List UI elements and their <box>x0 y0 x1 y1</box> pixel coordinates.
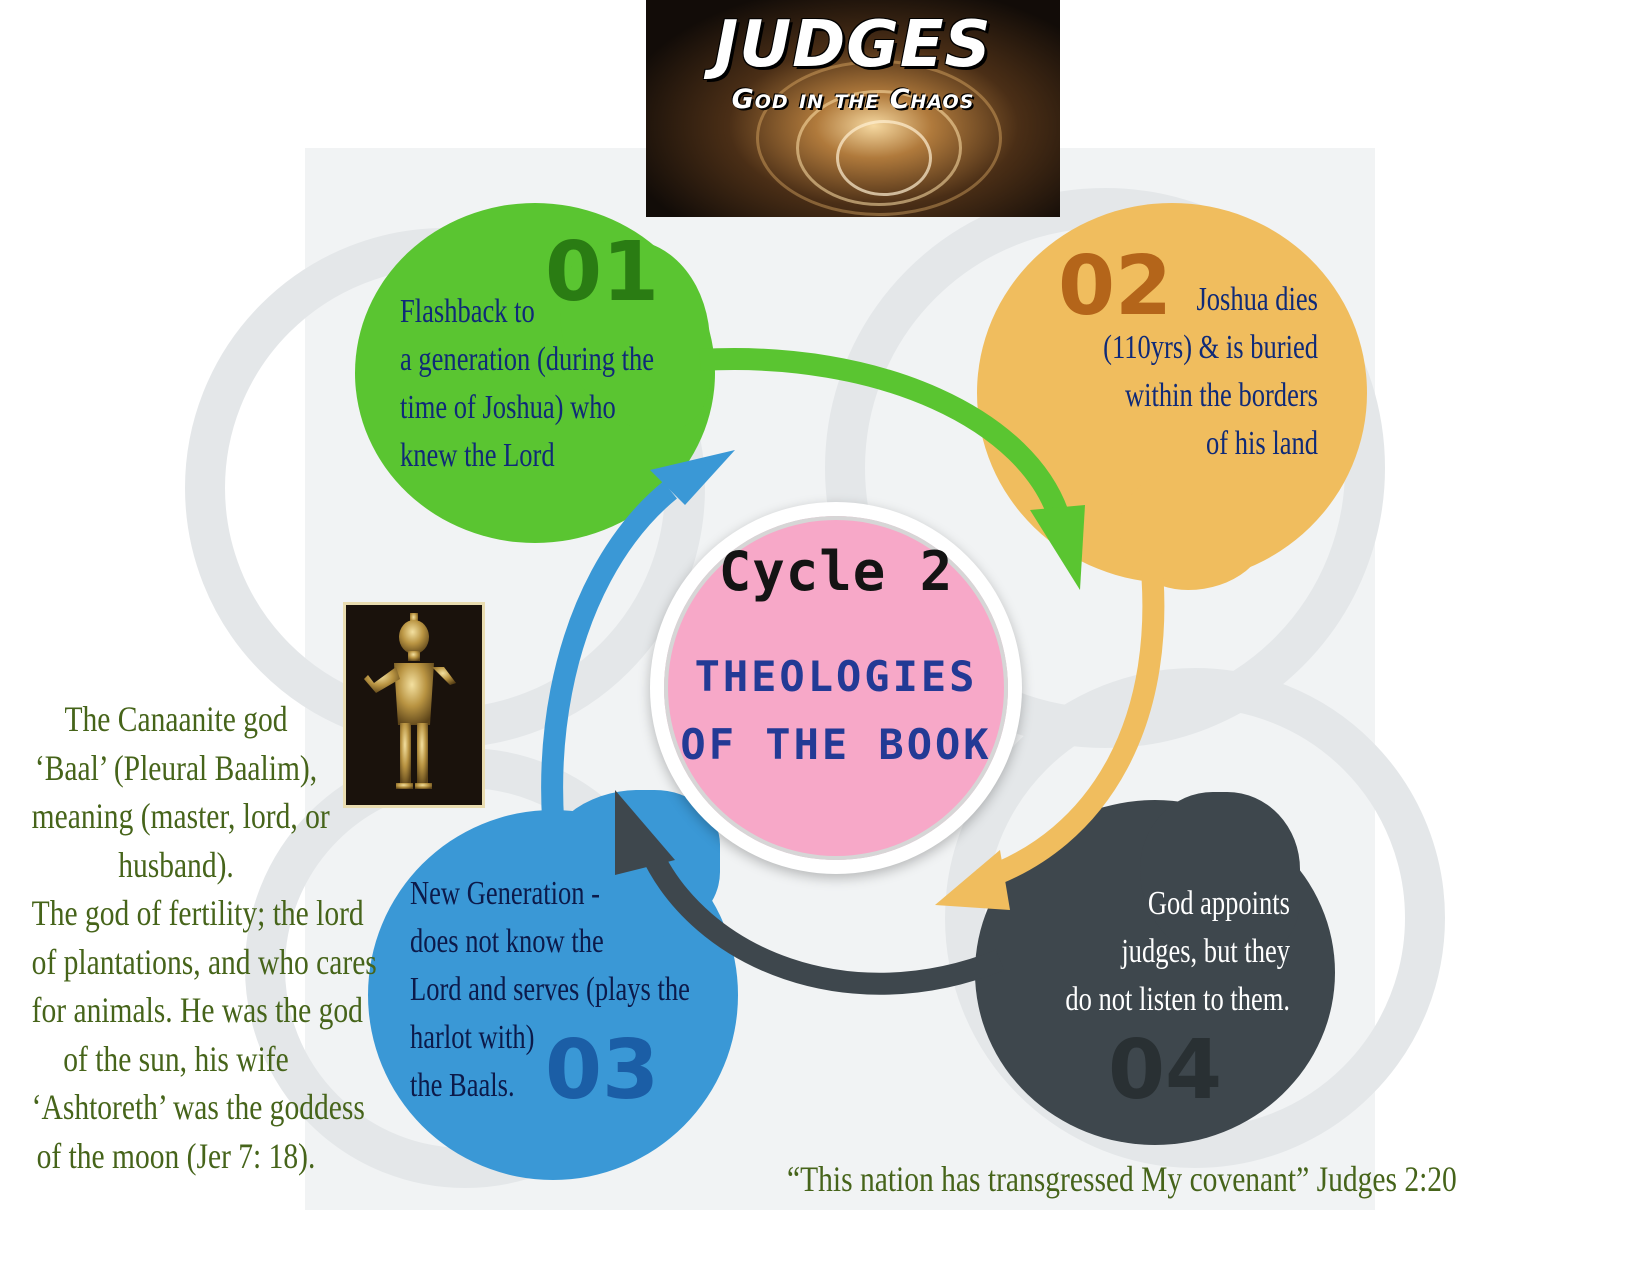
step-01-line: time of Joshua) who <box>400 389 616 426</box>
step-03-number: 03 <box>545 1023 660 1118</box>
arrow-orange-head <box>935 850 1010 910</box>
arrow-dark-head <box>615 790 675 875</box>
step-04-line: God appoints <box>1147 885 1290 922</box>
arrow-blue-head <box>650 450 735 505</box>
banner-subtitle: God in the Chaos <box>731 84 975 115</box>
baal-description-line: of plantations, and who cares <box>31 941 377 982</box>
baal-description-line: ‘Baal’ (Pleural Baalim), <box>34 747 318 788</box>
arrow-dark <box>639 845 1005 995</box>
step-03-line: Lord and serves (plays the <box>410 971 690 1008</box>
baal-description-line: of the sun, his wife <box>63 1038 289 1079</box>
baal-description-line: for animals. He was the god <box>31 990 363 1030</box>
step-01-line: Flashback to <box>400 293 535 330</box>
title-banner: JUDGES God in the Chaos <box>646 0 1060 217</box>
baal-description-line: husband). <box>118 844 234 885</box>
arrow-green-head <box>1030 505 1085 590</box>
banner-swirl <box>836 120 932 196</box>
baal-figurine-image <box>346 605 482 805</box>
baal-description-line: The god of fertility; the lord <box>31 893 364 933</box>
step-03-line: does not know the <box>410 923 604 960</box>
step-02-text: Joshua dies (110yrs) & is buried within … <box>1084 276 1318 468</box>
step-02-line: within the borders <box>1125 377 1318 414</box>
arrow-orange <box>976 548 1165 891</box>
step-03-line: New Generation - <box>410 875 600 912</box>
step-04-number: 04 <box>1108 1023 1223 1118</box>
step-02-line: Joshua dies <box>1196 281 1318 318</box>
scripture-quote: “This nation has transgressed My covenan… <box>640 1158 1457 1200</box>
cycle-title: Cycle 2 <box>718 540 954 603</box>
baal-description-line: ‘Ashtoreth’ was the goddess <box>31 1087 365 1127</box>
step-04-text: God appoints judges, but they do not lis… <box>1056 880 1290 1024</box>
step-01-line: knew the Lord <box>400 437 555 474</box>
arrow-green <box>699 348 1071 524</box>
step-02-line: (110yrs) & is buried <box>1103 329 1318 366</box>
step-04-line: do not listen to them. <box>1065 981 1290 1018</box>
step-04-line: judges, but they <box>1121 933 1290 970</box>
step-01-line: a generation (during the <box>400 341 655 378</box>
baal-description: The Canaanite god ‘Baal’ (Pleural Baalim… <box>0 695 377 1180</box>
banner-title: JUDGES <box>714 8 992 82</box>
arrow-blue <box>541 481 677 964</box>
step-03-line: harlot with) <box>410 1019 535 1056</box>
center-disc <box>664 516 1008 860</box>
baal-description-line: of the moon (Jer 7: 18). <box>36 1135 316 1176</box>
scripture-quote-text: “This nation has transgressed My covenan… <box>787 1159 1457 1199</box>
figurine-icon <box>346 605 482 805</box>
step-02-number: 02 <box>1058 239 1173 334</box>
center-subtitle-line1: THEOLOGIES <box>694 652 978 701</box>
step-01-text: Flashback to a generation (during the ti… <box>400 288 654 480</box>
center-subtitle-line2: OF THE BOOK <box>680 720 992 769</box>
banner-swirl <box>756 60 1002 216</box>
baal-description-line: meaning (master, lord, or <box>31 796 330 836</box>
baal-description-line: The Canaanite god <box>64 699 288 739</box>
step-03-line: the Baals. <box>410 1067 515 1104</box>
step-01-number: 01 <box>545 225 660 320</box>
step-02-line: of his land <box>1206 425 1318 462</box>
step-03-text: New Generation - does not know the Lord … <box>410 870 690 1110</box>
step-04-blob-tail <box>1140 792 1300 962</box>
